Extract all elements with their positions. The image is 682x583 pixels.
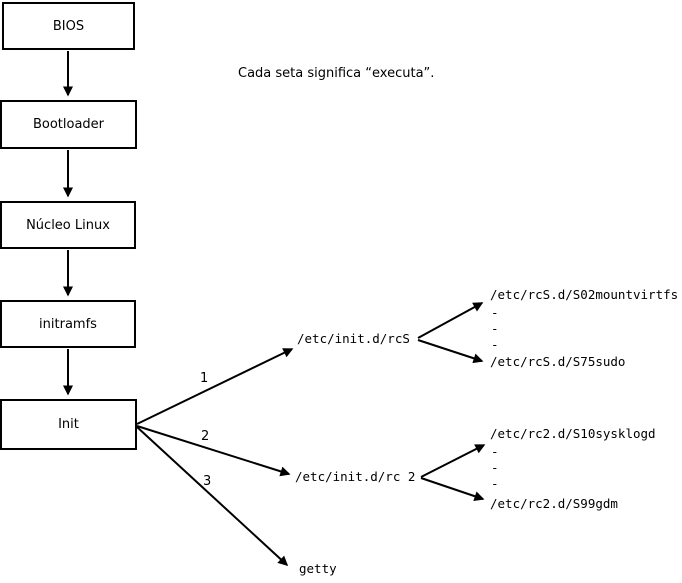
arrow-rcs-to-s02mountvirtfs — [417, 302, 484, 339]
path-rcs-d-s75sudo: /etc/rcS.d/S75sudo — [490, 354, 626, 369]
flow-box-initramfs: initramfs — [0, 300, 136, 348]
flow-box-bios-label: BIOS — [52, 18, 85, 34]
path-rc2-d-s10sysklogd: /etc/rc2.d/S10sysklogd — [490, 426, 656, 441]
path-init-d-rc2: /etc/init.d/rc 2 — [295, 469, 416, 484]
flow-box-bios: BIOS — [2, 2, 135, 50]
branch-1-number: 1 — [200, 371, 209, 386]
arrow-init-to-rcs — [136, 348, 294, 425]
ellipsis-dash: - — [491, 321, 499, 336]
arrow-rc2-to-s10sysklogd — [420, 444, 486, 478]
flow-box-nucleo-linux-label: Núcleo Linux — [26, 217, 110, 233]
ellipsis-dash: - — [491, 444, 499, 459]
ellipsis-dash: - — [491, 476, 499, 491]
arrow-init-to-getty — [136, 426, 289, 567]
path-rcs-d-s02mountvirtfs: /etc/rcS.d/S02mountvirtfs — [490, 287, 679, 302]
ellipsis-dash: - — [491, 460, 499, 475]
flow-box-initramfs-label: initramfs — [39, 316, 97, 332]
note-text: Cada seta significa “executa”. — [238, 66, 435, 81]
path-init-d-rcs: /etc/init.d/rcS — [297, 331, 410, 346]
flow-box-init: Init — [0, 399, 137, 450]
branch-2-number: 2 — [201, 429, 210, 444]
flow-box-init-label: Init — [58, 417, 79, 432]
ellipsis-dash: - — [491, 337, 499, 352]
branch-3-number: 3 — [203, 474, 212, 489]
ellipsis-dash: - — [491, 305, 499, 320]
flow-box-bootloader-label: Bootloader — [32, 117, 105, 132]
path-rc2-d-s99gdm: /etc/rc2.d/S99gdm — [490, 496, 618, 511]
arrow-rc2-to-s99gdm — [420, 477, 485, 502]
arrow-init-to-rc2 — [136, 425, 291, 477]
flow-box-bootloader: Bootloader — [0, 100, 137, 149]
path-getty: getty — [299, 561, 337, 576]
flow-box-nucleo-linux: Núcleo Linux — [0, 201, 136, 249]
arrow-rcs-to-s75sudo — [417, 339, 484, 364]
